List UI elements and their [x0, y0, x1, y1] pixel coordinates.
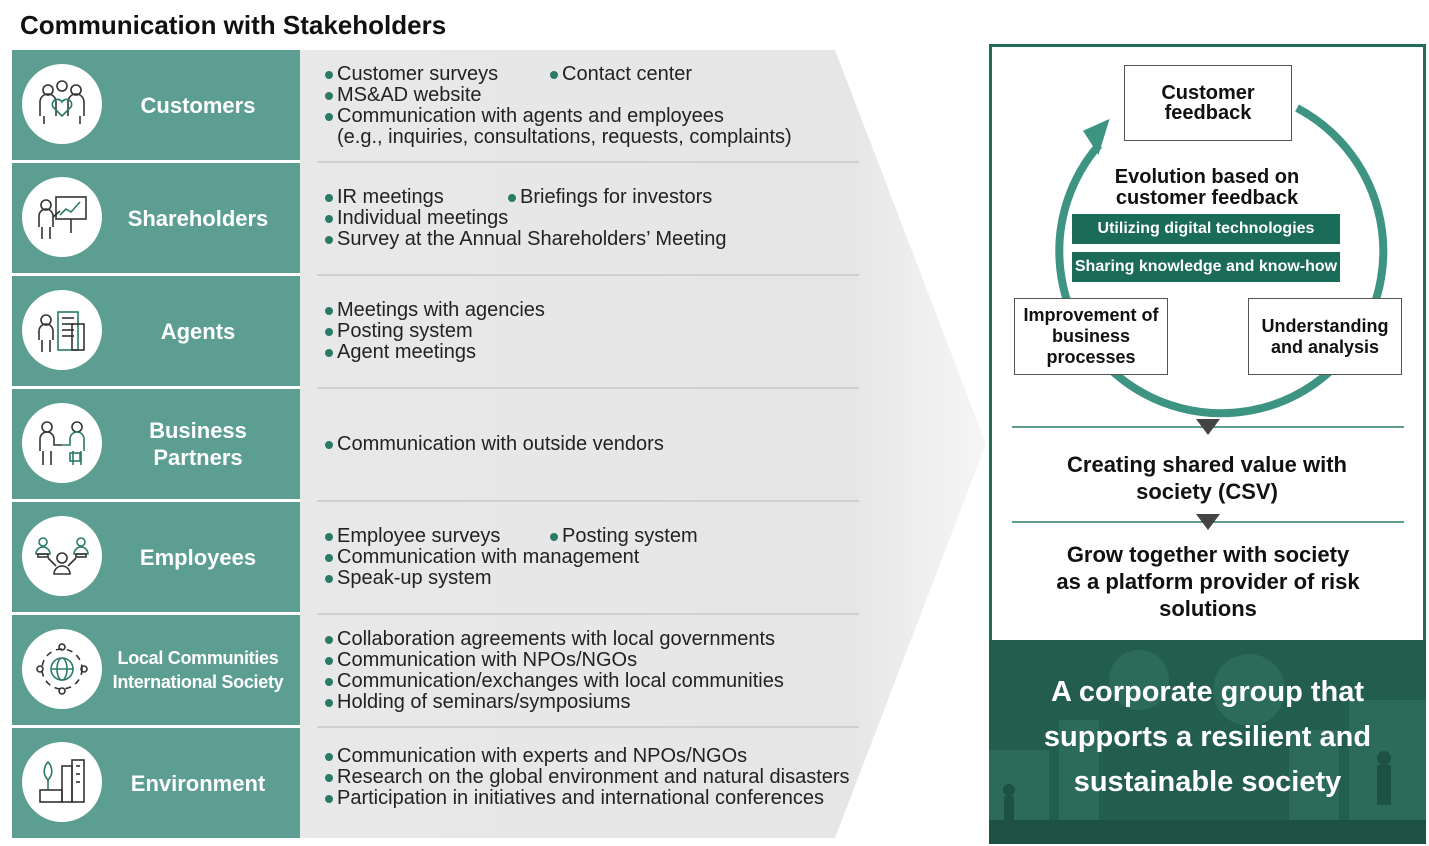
list-item: Communication with management — [322, 547, 698, 568]
row-divider — [317, 387, 859, 389]
list-item: Communication with agents and employees — [322, 106, 792, 127]
list-item: Holding of seminars/symposiums — [322, 692, 784, 713]
list-item: MS&AD website — [322, 85, 792, 106]
improvement-box: Improvement of business processes — [1014, 298, 1168, 375]
icon-badge — [22, 742, 102, 822]
communication-list: Meetings with agencies Posting system Ag… — [322, 300, 545, 363]
plant-building-icon — [39, 759, 85, 803]
icon-badge — [22, 403, 102, 483]
grow-statement: Grow together with society as a platform… — [1056, 542, 1360, 621]
label-cell: Local Communities International Society — [12, 615, 300, 725]
digital-technologies-tag: Utilizing digital technologies — [1072, 214, 1340, 244]
knowledge-sharing-tag: Sharing knowledge and know-how — [1072, 252, 1340, 282]
csv-statement: Creating shared value with society (CSV) — [1067, 452, 1347, 504]
list-item: Posting system — [547, 526, 698, 547]
icon-badge — [22, 629, 102, 709]
list-item: Speak-up system — [322, 568, 698, 589]
list-item: Communication/exchanges with local commu… — [322, 671, 784, 692]
label-cell: Shareholders — [12, 163, 300, 273]
page-title: Communication with Stakeholders — [20, 10, 447, 40]
list-item: Agent meetings — [322, 342, 545, 363]
communication-list: Communication with outside vendors — [322, 434, 664, 455]
list-item: Individual meetings — [322, 208, 727, 229]
label-cell: Environment — [12, 728, 300, 838]
stakeholder-name: Employees — [139, 544, 257, 570]
list-item: Briefings for investors — [505, 187, 712, 208]
row-divider — [317, 161, 859, 163]
label-cell: Business Partners — [12, 389, 300, 499]
list-item: Communication with experts and NPOs/NGOs — [322, 746, 850, 767]
stakeholder-name: Agents — [160, 318, 236, 344]
row-divider — [317, 726, 859, 728]
cycle-arrowhead-icon — [1083, 118, 1110, 155]
list-item: Communication with outside vendors — [322, 434, 664, 455]
list-item: Research on the global environment and n… — [322, 767, 850, 788]
customers-icon — [39, 80, 85, 124]
icon-badge — [22, 64, 102, 144]
arrow-background — [300, 50, 986, 838]
stakeholder-name: Business Partners — [149, 418, 247, 470]
label-cell: Agents — [12, 276, 300, 386]
list-item: Survey at the Annual Shareholders’ Meeti… — [322, 229, 727, 250]
list-item: IR meetings — [322, 187, 505, 208]
cycle-diagram — [1012, 104, 1404, 530]
icon-badge — [22, 516, 102, 596]
cycle-center-title: Evolution based on customer feedback — [1114, 166, 1300, 209]
down-arrow-icon — [1196, 419, 1220, 435]
stakeholder-name: Environment — [130, 770, 266, 796]
list-item: Customer surveys — [322, 64, 547, 85]
vision-statement: A corporate group that supports a resili… — [1043, 676, 1372, 798]
team-icon — [35, 537, 89, 575]
globe-network-icon — [36, 643, 88, 695]
row-divider — [317, 274, 859, 276]
list-item: Employee surveys — [322, 526, 547, 547]
stakeholder-name: Customers — [140, 92, 256, 118]
row-divider — [317, 613, 859, 615]
communication-list: Collaboration agreements with local gove… — [322, 629, 784, 713]
vision-banner: A corporate group that supports a resili… — [989, 640, 1426, 844]
list-item-continuation: (e.g., inquiries, consultations, request… — [337, 126, 792, 148]
stakeholder-name: Local Communities International Society — [112, 648, 284, 692]
list-item: Contact center — [547, 64, 692, 85]
list-item: Collaboration agreements with local gove… — [322, 629, 784, 650]
value-cycle-panel: Customer feedback Evolution based on cus… — [989, 44, 1426, 642]
stakeholder-name: Shareholders — [127, 205, 269, 231]
handshake-icon — [39, 421, 85, 465]
label-cell: Employees — [12, 502, 300, 612]
city-silhouette-background — [989, 650, 1426, 844]
cycle-ring — [1055, 104, 1388, 418]
list-item: Participation in initiatives and interna… — [322, 788, 850, 809]
stakeholder-row-local-communities: Local Communities International Society … — [12, 615, 862, 725]
down-arrow-icon — [1196, 514, 1220, 530]
analysis-box: Understanding and analysis — [1248, 298, 1402, 375]
agent-building-icon — [38, 311, 85, 352]
icon-badge — [22, 290, 102, 370]
presentation-icon — [38, 196, 87, 239]
communication-list: Communication with experts and NPOs/NGOs… — [322, 746, 850, 809]
list-item: Communication with NPOs/NGOs — [322, 650, 784, 671]
icon-badge — [22, 177, 102, 257]
list-item: Meetings with agencies — [322, 300, 545, 321]
stakeholder-row-environment: Environment Communication with experts a… — [12, 728, 862, 838]
row-divider — [317, 500, 859, 502]
stakeholder-row-business-partners: Business Partners Communication with out… — [12, 389, 862, 499]
list-item: Posting system — [322, 321, 545, 342]
label-cell: Customers — [12, 50, 300, 160]
customer-feedback-box: Customer feedback — [1124, 65, 1292, 141]
stakeholder-row-agents: Agents Meetings with agencies Posting sy… — [12, 276, 862, 386]
